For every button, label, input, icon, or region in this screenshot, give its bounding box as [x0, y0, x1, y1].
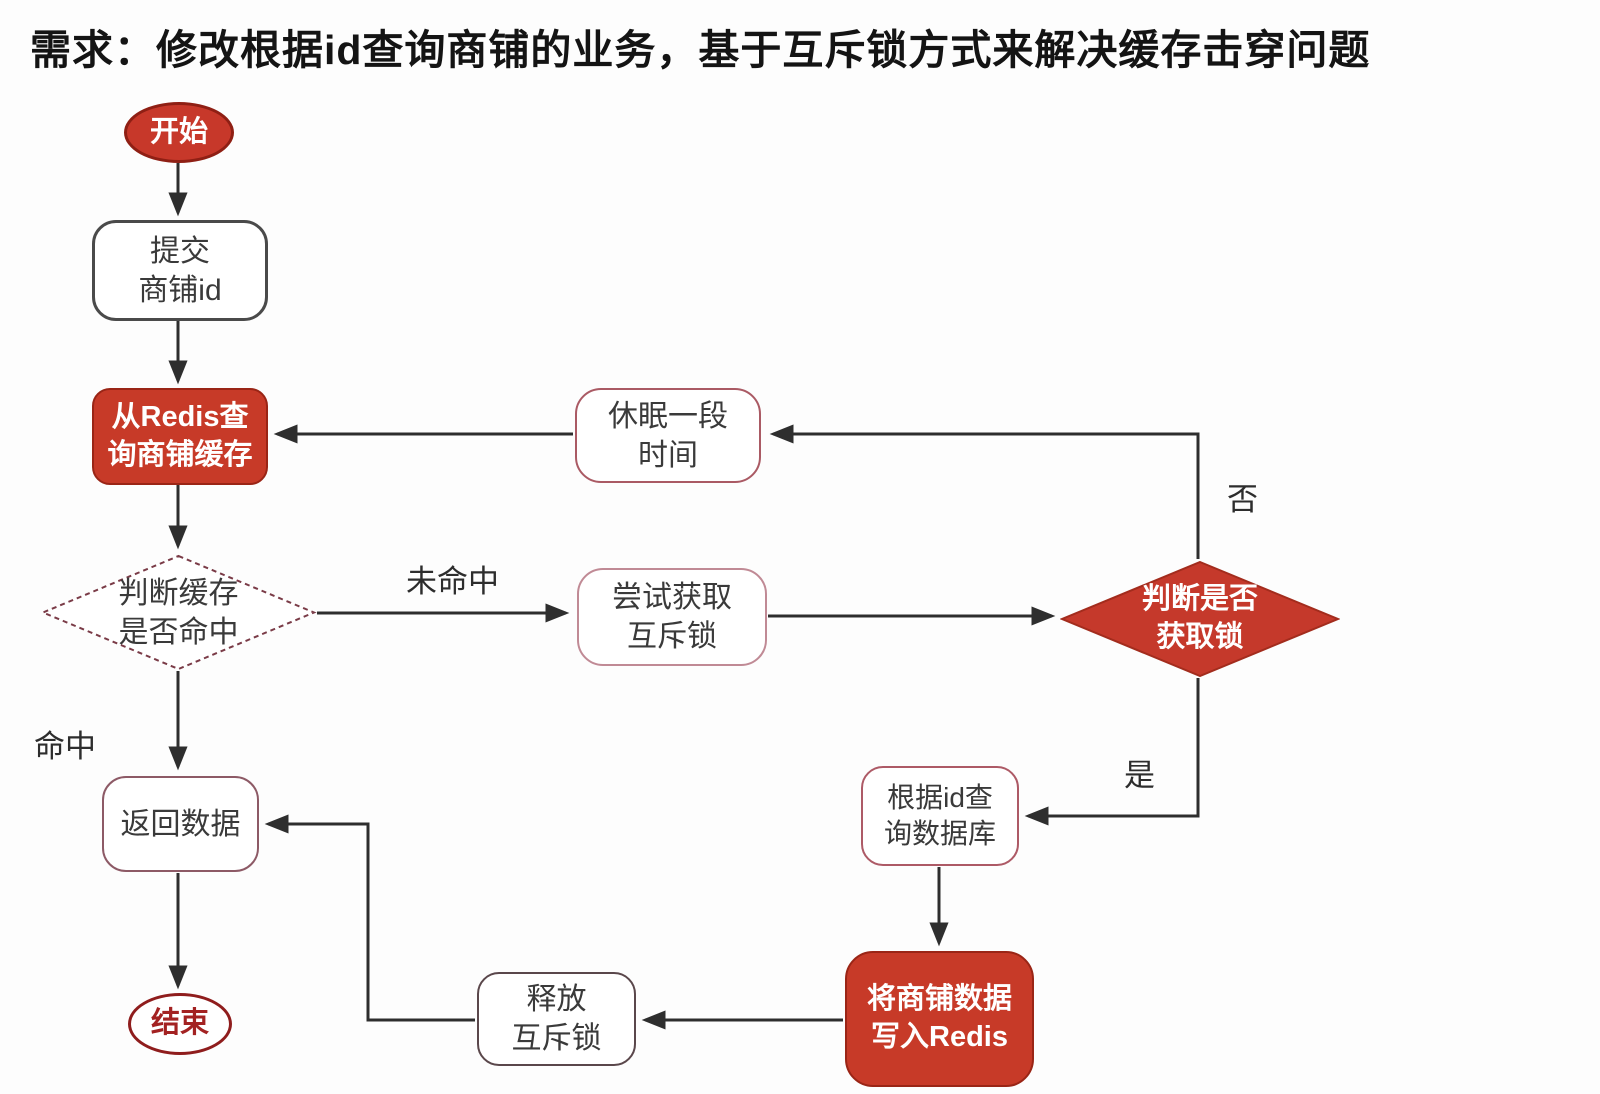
node-sleep-a-while: 休眠一段 时间 — [575, 388, 761, 483]
diamond-shape — [1060, 561, 1340, 677]
node-start: 开始 — [124, 102, 234, 163]
node-lock-acquired-decision: 判断是否 获取锁 — [1060, 561, 1340, 677]
node-submit-shop-id: 提交 商铺id — [92, 220, 268, 321]
node-end-label: 结束 — [150, 1007, 209, 1040]
diagram-title: 需求：修改根据id查询商铺的业务，基于互斥锁方式来解决缓存击穿问题 — [30, 27, 1371, 73]
node-write-shop-data-to-redis-label: 将商铺数据 写入Redis — [866, 983, 1012, 1053]
edge-label-lock-no: 否 — [1227, 482, 1258, 517]
node-query-db-by-id-label: 根据id查 询数据库 — [883, 781, 996, 849]
edge-lockcheck-no-to-sleep — [769, 424, 1200, 559]
node-lock-acquired-decision-label: 判断是否 获取锁 — [1141, 583, 1258, 653]
node-release-mutex-label: 释放 互斥锁 — [511, 983, 602, 1055]
diamond-shape — [40, 554, 317, 671]
edge-label-lock-yes: 是 — [1124, 758, 1155, 793]
node-submit-shop-id-label: 提交 商铺id — [138, 234, 222, 307]
node-end: 结束 — [128, 993, 232, 1055]
node-return-data: 返回数据 — [102, 776, 259, 872]
edge-label-cache-hit: 命中 — [34, 729, 96, 764]
node-query-redis-cache: 从Redis查 询商铺缓存 — [92, 388, 268, 485]
node-try-acquire-mutex: 尝试获取 互斥锁 — [577, 568, 767, 666]
node-sleep-a-while-label: 休眠一段 时间 — [608, 399, 728, 472]
node-cache-hit-decision-label: 判断缓存 是否命中 — [118, 576, 239, 649]
edge-label-cache-miss: 未命中 — [406, 564, 499, 599]
edge-release-to-return — [264, 814, 475, 1022]
edge-lockcheck-yes-to-querydb — [1024, 678, 1200, 826]
node-cache-hit-decision: 判断缓存 是否命中 — [40, 554, 317, 671]
node-write-shop-data-to-redis: 将商铺数据 写入Redis — [845, 951, 1034, 1087]
node-return-data-label: 返回数据 — [120, 807, 241, 841]
node-release-mutex: 释放 互斥锁 — [477, 972, 636, 1066]
node-start-label: 开始 — [149, 115, 208, 148]
node-query-db-by-id: 根据id查 询数据库 — [861, 766, 1019, 866]
node-query-redis-cache-label: 从Redis查 询商铺缓存 — [107, 400, 253, 471]
node-try-acquire-mutex-label: 尝试获取 互斥锁 — [612, 581, 732, 653]
